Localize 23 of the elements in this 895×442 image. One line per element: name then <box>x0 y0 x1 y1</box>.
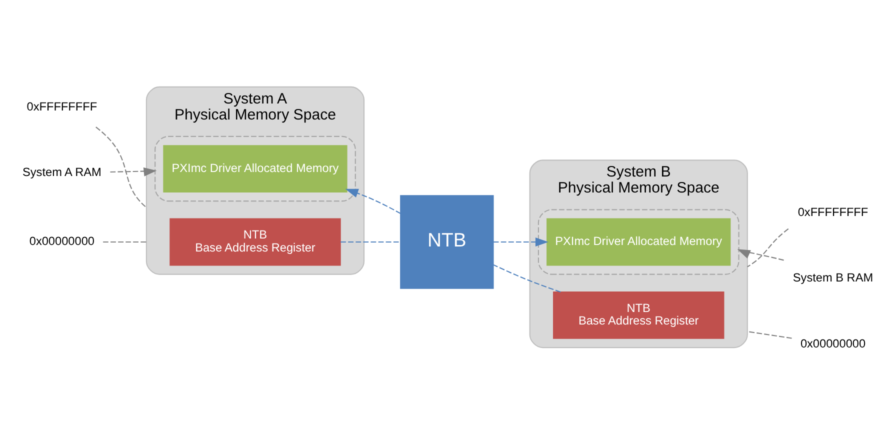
node-text: 0x00000000 <box>28 234 94 248</box>
connector <box>95 126 146 208</box>
connector <box>746 228 788 268</box>
node-box: NTB Base Address Register <box>169 218 340 266</box>
node-box: NTB Base Address Register <box>552 292 724 339</box>
arrow <box>344 188 400 214</box>
node-text: System A RAM <box>22 165 101 180</box>
node-text: 0xFFFFFFFF <box>26 99 97 114</box>
node-box: PXImc Driver Allocated Memory <box>546 218 730 266</box>
node-text: System B RAM <box>792 270 873 285</box>
cluster <box>537 209 739 275</box>
arrow <box>110 167 156 176</box>
cluster <box>154 136 356 202</box>
node-box: NTB <box>400 195 494 289</box>
node-box: PXImc Driver Allocated Memory <box>162 145 347 192</box>
connector <box>492 264 560 292</box>
node-text: 0x00000000 <box>800 336 866 350</box>
connector <box>102 241 146 243</box>
connector <box>340 241 400 243</box>
arrow <box>492 237 548 247</box>
node-text: 0xFFFFFFFF <box>797 204 868 219</box>
arrow <box>736 249 784 261</box>
connector <box>746 331 792 339</box>
